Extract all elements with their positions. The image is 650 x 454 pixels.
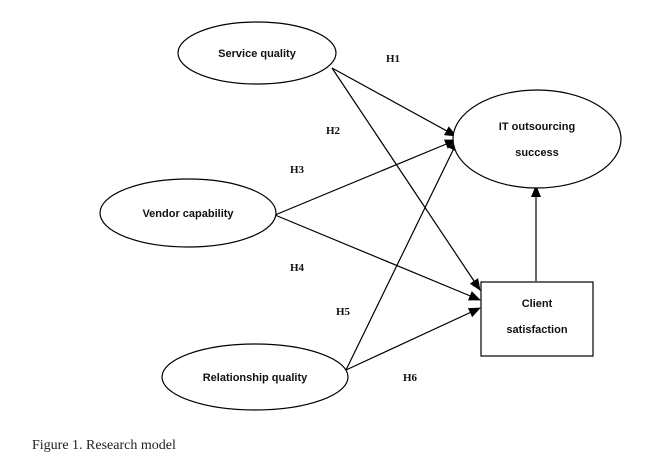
node-service-quality: Service quality	[177, 21, 337, 85]
relationship-quality-label: Relationship quality	[203, 372, 308, 384]
hypothesis-h5-label: H5	[336, 306, 351, 318]
node-it-outsourcing-success: IT outsourcing success	[452, 89, 622, 189]
hypothesis-h2-label: H2	[326, 125, 341, 137]
hypothesis-h4-label: H4	[290, 262, 305, 274]
service-quality-label: Service quality	[218, 48, 297, 60]
hypothesis-h3-label: H3	[290, 164, 305, 176]
node-client-satisfaction: Client satisfaction	[480, 281, 594, 357]
edge-relationship-quality-to-client-satisfaction	[345, 307, 481, 371]
it-outsourcing-success-label-line2: success	[515, 147, 558, 159]
client-satisfaction-label-line1: Client	[522, 298, 553, 310]
edge-service-quality-to-client-satisfaction	[331, 67, 481, 291]
edge-relationship-quality-to-it-success	[345, 139, 459, 371]
node-relationship-quality: Relationship quality	[161, 343, 349, 411]
edge-service-quality-to-it-success	[331, 67, 457, 137]
hypothesis-h1-label: H1	[386, 53, 400, 65]
figure-caption: Figure 1. Research model	[32, 438, 176, 453]
edge-vendor-capability-to-client-satisfaction	[274, 214, 481, 301]
client-satisfaction-label-line2: satisfaction	[506, 324, 567, 336]
vendor-capability-label: Vendor capability	[142, 208, 234, 220]
it-outsourcing-success-label-line1: IT outsourcing	[499, 121, 575, 133]
hypothesis-h6-label: H6	[403, 372, 418, 384]
node-vendor-capability: Vendor capability	[99, 178, 277, 248]
edge-vendor-capability-to-it-success	[274, 139, 457, 216]
